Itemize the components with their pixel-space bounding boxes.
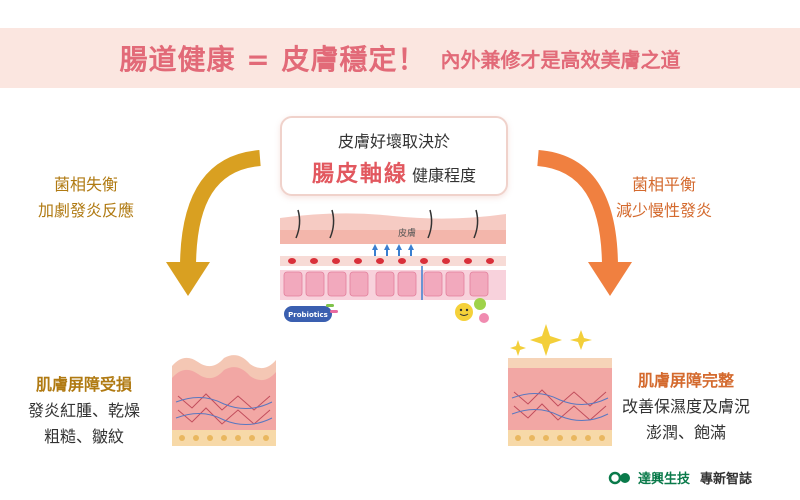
brand-slogan: 專新智誌 [700,472,753,487]
center-rest: 健康程度 [412,166,477,185]
center-line1: 皮膚好壞取決於 [337,132,450,151]
skin-label: 皮膚 [398,227,416,239]
brand-logo-icon [608,471,630,484]
brand-name: 達興生技 [638,472,691,487]
gut-skin-illustration: 皮膚 Probiotics [280,209,506,323]
left-caption-line1: 發炎紅腫、乾燥 [28,401,141,420]
right-caption-title: 肌膚屏障完整 [638,371,735,390]
right-caption: 肌膚屏障完整 改善保濕度及膚況 澎潤、飽滿 [622,368,750,446]
right-caption-line2: 澎潤、飽滿 [646,423,727,442]
sub-title: 內外兼修才是高效美膚之道 [440,47,681,72]
left-branch-text: 菌相失衡 加劇發炎反應 [38,172,134,224]
footer-brand: 達興生技 專新智誌 [608,468,752,487]
center-highlight: 腸皮軸線 [311,162,408,187]
main-title: 腸道健康 = 皮膚穩定！ [119,43,427,76]
right-caption-line1: 改善保濕度及膚況 [622,397,751,416]
left-branch-line1: 菌相失衡 [54,175,119,194]
right-branch-text: 菌相平衡 減少慢性發炎 [616,172,712,224]
right-branch-line1: 菌相平衡 [632,175,697,194]
left-branch-line2: 加劇發炎反應 [38,201,135,220]
probiotics-icon: Probiotics [284,304,338,322]
happy-bacteria-icon [455,298,489,323]
probiotics-label: Probiotics [288,311,328,319]
title-banner: 腸道健康 = 皮膚穩定！ 內外兼修才是高效美膚之道 [0,28,800,88]
right-curved-arrow-icon [537,150,632,296]
center-callout: 皮膚好壞取決於 腸皮軸線健康程度 [280,116,508,196]
left-caption-line2: 粗糙、皺紋 [44,427,125,446]
left-curved-arrow-icon [166,150,261,296]
center-line2: 腸皮軸線健康程度 [282,156,506,188]
left-caption-title: 肌膚屏障受損 [36,375,133,394]
damaged-skin-illustration [172,355,276,446]
left-caption: 肌膚屏障受損 發炎紅腫、乾燥 粗糙、皺紋 [28,372,140,450]
right-branch-line2: 減少慢性發炎 [616,201,713,220]
healthy-skin-illustration [508,324,612,446]
